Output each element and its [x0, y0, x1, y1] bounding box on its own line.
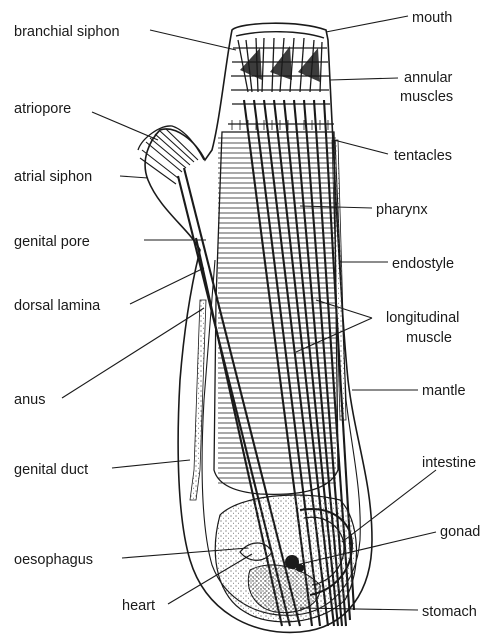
label-heart: heart: [122, 598, 155, 614]
label-longitudinal-1: longitudinal: [386, 310, 459, 326]
atrial-siphon-drawing: [138, 126, 204, 184]
label-intestine: intestine: [422, 455, 476, 471]
label-genital-duct: genital duct: [14, 462, 88, 478]
label-longitudinal-2: muscle: [406, 330, 452, 346]
label-dorsal-lamina: dorsal lamina: [14, 298, 101, 314]
label-mantle: mantle: [422, 383, 466, 399]
label-stomach: stomach: [422, 604, 477, 620]
branchial-siphon-drawing: [228, 32, 334, 130]
label-mouth: mouth: [412, 10, 452, 26]
label-annular-1: annular: [404, 70, 453, 86]
label-atriopore: atriopore: [14, 101, 71, 117]
label-branchial-siphon: branchial siphon: [14, 24, 120, 40]
label-oesophagus: oesophagus: [14, 552, 93, 568]
label-endostyle: endostyle: [392, 256, 454, 272]
label-tentacles: tentacles: [394, 148, 452, 164]
label-anus: anus: [14, 392, 45, 408]
label-atrial-siphon: atrial siphon: [14, 169, 92, 185]
label-pharynx: pharynx: [376, 202, 428, 218]
label-annular-2: muscles: [400, 89, 453, 105]
visceral-mass: [215, 495, 356, 622]
label-gonad: gonad: [440, 524, 480, 540]
label-genital-pore: genital pore: [14, 234, 90, 250]
